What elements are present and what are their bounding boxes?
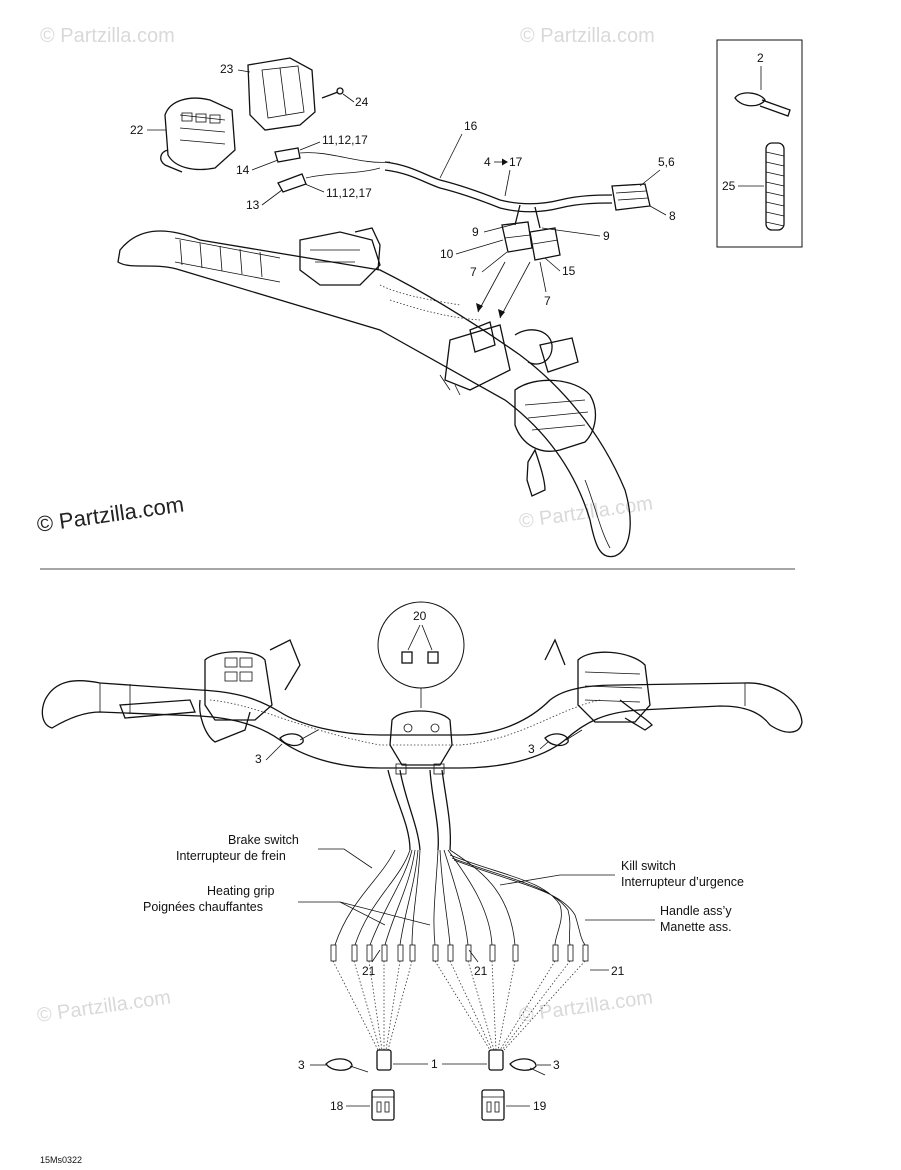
callout-16: 16	[464, 119, 478, 133]
callout-25: 25	[722, 179, 736, 193]
watermark-top-left: © Partzilla.com	[40, 25, 175, 47]
handlebar-bottom	[41, 680, 803, 769]
watermark-main: © Partzilla.com	[35, 492, 185, 537]
callout-7-left: 7	[470, 265, 477, 279]
callout-3-right: 3	[528, 742, 535, 756]
switch-housing-22	[160, 97, 236, 173]
connector-18	[371, 1089, 395, 1121]
watermark-mid-right: © Partzilla.com	[518, 492, 655, 533]
handlebar-top	[117, 227, 631, 558]
callout-21-b: 21	[474, 964, 488, 978]
spiral-wrap-25	[765, 142, 785, 231]
watermark-bottom-right: © Partzilla.com	[518, 986, 655, 1027]
bottom-assembly: 20	[40, 601, 803, 1165]
callout-1: 1	[431, 1057, 438, 1071]
callout-5-6: 5,6	[658, 155, 675, 169]
cover-23	[247, 57, 316, 131]
callout-22: 22	[130, 123, 144, 137]
callout-17: 17	[509, 155, 523, 169]
callout-21-c: 21	[611, 964, 625, 978]
cable-tie-3-left	[279, 733, 304, 747]
drawing-code: 15Ms0322	[40, 1155, 82, 1165]
sleeve-1-left	[376, 1049, 392, 1071]
callout-23: 23	[220, 62, 234, 76]
connector-5-6	[611, 183, 651, 211]
callout-9-left: 9	[472, 225, 479, 239]
callout-15: 15	[562, 264, 576, 278]
callout-21-a: 21	[362, 964, 376, 978]
connector-19	[481, 1089, 505, 1121]
wire-harness-16	[384, 161, 613, 319]
label-kill-switch-en: Kill switch	[621, 859, 676, 873]
right-control-bottom	[544, 638, 653, 731]
cable-tie-3-lower-right	[509, 1058, 537, 1071]
callout-11-12-17-a: 11,12,17	[322, 133, 368, 147]
label-brake-switch-en: Brake switch	[228, 833, 299, 847]
callout-13: 13	[246, 198, 260, 212]
callout-14: 14	[236, 163, 250, 177]
callout-11-12-17-b: 11,12,17	[326, 186, 372, 200]
center-clamp-bottom	[389, 710, 453, 775]
wire-bundles	[330, 769, 589, 1051]
callout-10: 10	[440, 247, 454, 261]
callout-7-right: 7	[544, 294, 551, 308]
callout-3-lower-left: 3	[298, 1058, 305, 1072]
label-brake-switch-fr: Interrupteur de frein	[176, 849, 286, 863]
label-heating-grip-en: Heating grip	[207, 884, 274, 898]
cable-tie-2	[734, 92, 766, 107]
label-handle-assy-fr: Manette ass.	[660, 920, 732, 934]
callout-24: 24	[355, 95, 369, 109]
cable-tie-3-right	[544, 733, 569, 747]
label-handle-assy-en: Handle ass’y	[660, 904, 732, 918]
accessory-box: 2 25	[716, 39, 803, 248]
callout-19: 19	[533, 1099, 547, 1113]
watermark-bottom-left: © Partzilla.com	[36, 986, 173, 1027]
top-assembly: 23 24 22 14 13 11,12,17 11,12,17 16 4 17…	[117, 39, 803, 558]
callout-9-right: 9	[603, 229, 610, 243]
callout-3-left: 3	[255, 752, 262, 766]
left-control-bottom	[119, 639, 301, 743]
label-heating-grip-fr: Poignées chauffantes	[143, 900, 263, 914]
callout-4: 4	[484, 155, 491, 169]
callout-20: 20	[413, 609, 427, 623]
terminal-20-b	[427, 651, 439, 664]
callout-18: 18	[330, 1099, 344, 1113]
connector-14	[274, 147, 391, 163]
callout-2: 2	[757, 51, 764, 65]
cable-tie-3-lower-left	[325, 1058, 353, 1071]
screw-24	[321, 87, 344, 99]
terminal-20-a	[401, 651, 413, 664]
sleeve-1-right	[488, 1049, 504, 1071]
terminal	[330, 944, 337, 962]
label-kill-switch-fr: Interrupteur d’urgence	[621, 875, 744, 889]
callout-3-lower-right: 3	[553, 1058, 560, 1072]
callout-8: 8	[669, 209, 676, 223]
watermark-top-right: © Partzilla.com	[520, 25, 655, 47]
